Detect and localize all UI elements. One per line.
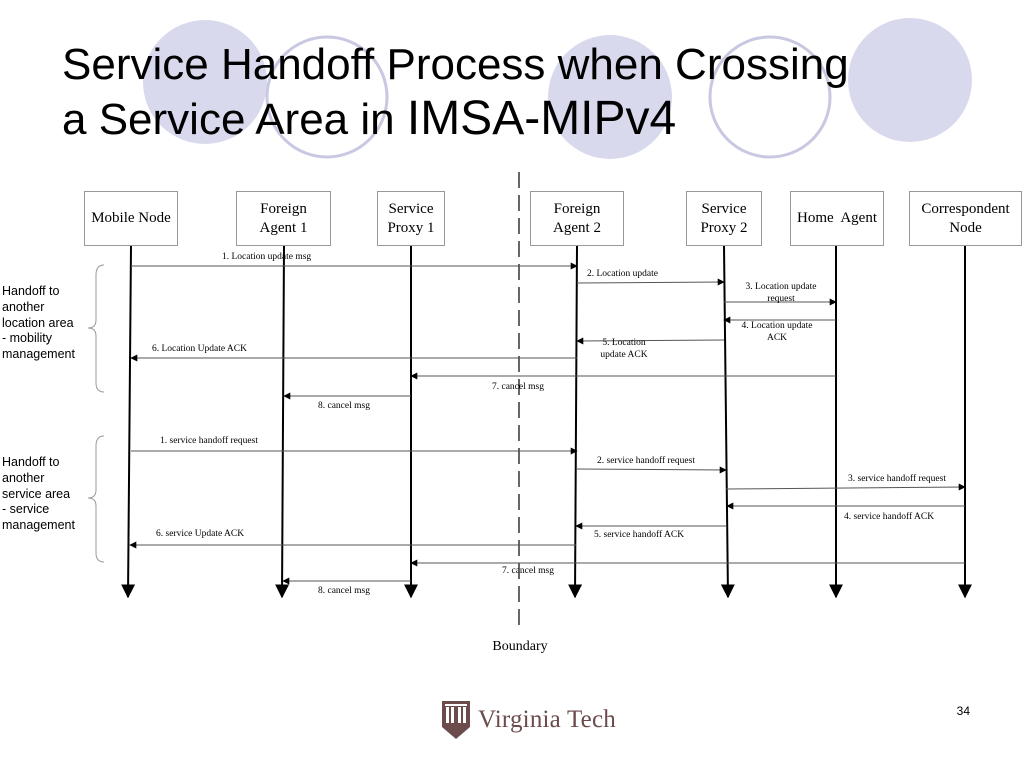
page-number: 34: [956, 704, 970, 718]
label-service-handoff-ack-4: 4. service handoff ACK: [844, 512, 935, 522]
label-location-update: 2. Location update: [587, 269, 658, 279]
lifeline-foreign-agent-1: [275, 245, 290, 599]
label-cancel-msg-s7: 7. cancel msg: [502, 566, 554, 576]
lifeline-service-proxy-2: [720, 245, 735, 599]
label-m4-line2: ACK: [766, 333, 788, 343]
arrow-service-handoff-request-2: [576, 466, 727, 474]
group2-line1: Handoff to: [2, 455, 60, 469]
deco-circle-3: [548, 35, 672, 159]
node-sp1-line1: Service: [388, 200, 434, 217]
deco-circle-2: [265, 35, 389, 159]
boundary-label: Boundary: [492, 639, 548, 654]
group-label-location: Handoff to another location area - mobil…: [2, 284, 75, 363]
title-line-1: Service Handoff Process when Crossing: [62, 40, 849, 89]
group2-line5: management: [2, 518, 75, 533]
service-handoff-messages: [129, 447, 966, 585]
virginia-tech-logo: Virginia Tech: [440, 698, 616, 742]
logo-text: Virginia Tech: [478, 706, 616, 733]
lifeline-foreign-agent-2: [568, 245, 583, 599]
arrow-location-update-ack-sp2: [576, 337, 725, 345]
label-m3-line2: request: [767, 294, 795, 304]
node-home-agent-label: Home Agent: [797, 210, 877, 226]
title-line-2-prefix: a Service Area in: [62, 95, 407, 144]
arrow-location-update: [576, 278, 725, 286]
label-location-update-msg: 1. Location update msg: [222, 252, 312, 262]
label-location-update-ack-mn: 6. Location Update ACK: [152, 344, 247, 354]
node-sp2-line1: Service: [701, 200, 747, 217]
label-cancel-msg-8: 8. cancel msg: [318, 401, 370, 411]
label-service-handoff-request-3: 3. service handoff request: [848, 474, 946, 484]
group-brace-2: [87, 435, 105, 563]
group1-line4: - mobility: [2, 331, 53, 346]
node-cn-line2: Node: [949, 219, 982, 236]
node-sp1-line2: Proxy 1: [387, 219, 435, 236]
node-fa2-line1: Foreign: [553, 200, 601, 217]
group1-line5: management: [2, 347, 75, 362]
deco-circle-4: [708, 35, 832, 159]
node-fa1-line1: Foreign: [260, 200, 307, 217]
group-brace-1: [87, 264, 105, 393]
label-m5-line1: 5. Location: [602, 338, 646, 348]
node-cn-line1: Correspondent: [921, 200, 1010, 217]
label-location-update-ack-ha: 4. Location update ACK: [729, 320, 825, 344]
arrow-service-handoff-request-3: [725, 483, 966, 491]
label-m3-line1: 3. Location update: [745, 282, 817, 292]
label-cancel-msg-s8: 8. cancel msg: [318, 586, 370, 596]
label-m4-line1: 4. Location update: [741, 321, 813, 331]
label-service-handoff-ack-5: 5. service handoff ACK: [594, 530, 685, 540]
location-handoff-messages: [130, 262, 837, 400]
node-sp2-line2: Proxy 2: [700, 219, 748, 236]
lifeline-mobile-node: [121, 245, 136, 599]
label-service-handoff-request-1: 1. service handoff request: [160, 436, 258, 446]
node-home-agent: Home Agent: [790, 191, 884, 246]
label-service-handoff-request-2: 2. service handoff request: [597, 456, 695, 466]
group2-line2: another: [2, 470, 45, 485]
group1-line2: another: [2, 299, 45, 314]
node-mobile-node: Mobile Node: [84, 191, 178, 246]
deco-circle-1: [143, 20, 267, 144]
university-seal-icon: [442, 701, 470, 739]
node-fa1-line2: Agent 1: [259, 219, 308, 236]
label-service-update-ack-6: 6. service Update ACK: [156, 529, 245, 539]
group1-line3: location area: [2, 315, 74, 330]
group2-line4: - service: [2, 502, 50, 517]
node-mobile-node-label: Mobile Node: [91, 210, 171, 226]
title-line-2: a Service Area in IMSA-MIPv4: [62, 92, 962, 147]
label-location-update-ack-sp2: 5. Location update ACK: [588, 337, 660, 361]
title-decoration: [143, 18, 972, 159]
node-fa2-line2: Agent 2: [553, 219, 601, 236]
label-cancel-msg-7: 7. cancel msg: [492, 382, 544, 392]
label-location-update-request: 3. Location update request: [733, 281, 829, 305]
deco-circle-5: [848, 18, 972, 142]
title-protocol-name: IMSA-MIPv4: [406, 92, 677, 145]
group2-line3: service area: [2, 486, 71, 501]
label-m5-line2: update ACK: [600, 350, 648, 360]
group-label-service: Handoff to another service area - servic…: [2, 455, 75, 534]
group1-line1: Handoff to: [2, 284, 60, 298]
slide-title: Service Handoff Process when Crossing a …: [62, 38, 962, 147]
